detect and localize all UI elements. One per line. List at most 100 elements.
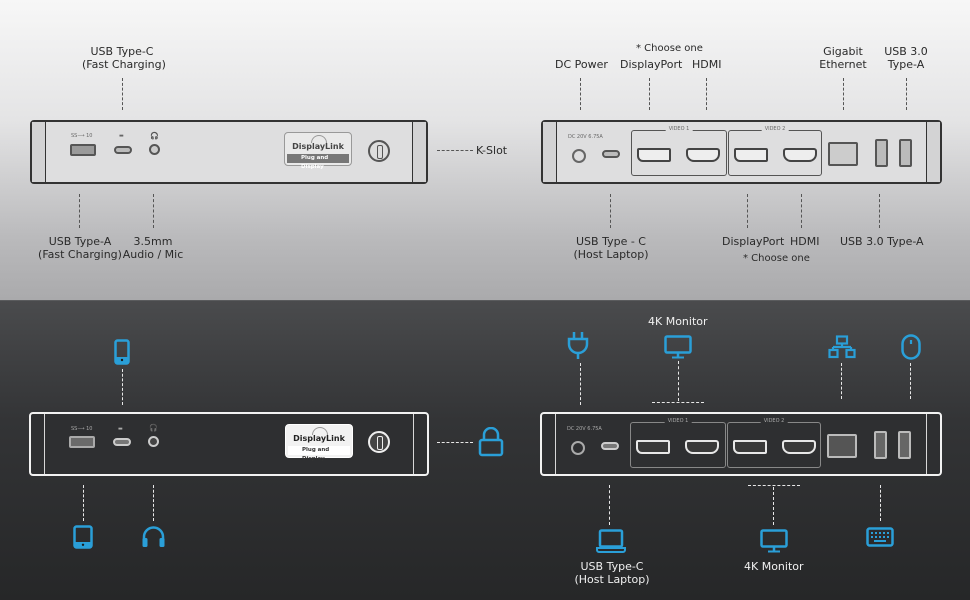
- dc-rating-text: DC 20V 6.75A: [568, 134, 603, 140]
- callout-line: [801, 194, 802, 228]
- hdmi-port: [782, 440, 816, 454]
- video-2-label: VIDEO 2: [761, 126, 789, 132]
- callout-line: [79, 194, 80, 228]
- monitor-icon: [760, 529, 788, 553]
- callout-line: [437, 442, 473, 443]
- video-2-label: VIDEO 2: [760, 418, 788, 424]
- audio-jack: [148, 436, 159, 447]
- label-audio-mic: 3.5mm Audio / Mic: [120, 235, 186, 261]
- callout-line: [678, 361, 679, 401]
- usb-ss-logo: SS⟶ 10: [71, 133, 93, 139]
- callout-line: [880, 485, 881, 521]
- callout-line: [910, 363, 911, 399]
- label-usb-c-fast-charging: USB Type-C (Fast Charging): [82, 45, 166, 71]
- label-usb30-type-a: USB 3.0 Type-A: [880, 45, 932, 71]
- displaylink-badge: DisplayLink 4K Plug and Display: [284, 132, 352, 170]
- dock-rear-view: DC 20V 6.75A VIDEO 1 VIDEO 2: [541, 120, 942, 184]
- headphone-glyph: 🎧: [149, 424, 158, 432]
- displayport-port: [637, 148, 671, 162]
- monitor-icon: [664, 335, 692, 359]
- badge-brand: DisplayLink: [293, 434, 345, 443]
- label-line: Ethernet: [819, 58, 867, 71]
- label-usb-a-fast-charging: USB Type-A (Fast Charging): [36, 235, 124, 261]
- label-line: USB Type-A: [48, 235, 112, 248]
- label-line: USB Type-C: [90, 45, 154, 58]
- label-line: Gigabit: [823, 45, 863, 58]
- mouse-icon: [901, 334, 921, 360]
- callout-line: [122, 78, 123, 110]
- label-4k-monitor: 4K Monitor: [648, 315, 708, 328]
- dock-rear-view-dark: DC 20V 6.75A VIDEO 1 VIDEO 2: [540, 412, 942, 476]
- video-1-group: VIDEO 1: [630, 418, 726, 468]
- usb-a-port: [899, 139, 912, 167]
- callout-line: [841, 363, 842, 399]
- label-k-slot: K-Slot: [476, 144, 508, 157]
- callout-line: [652, 402, 704, 403]
- callout-line: [706, 78, 707, 110]
- label-host-laptop: USB Type-C (Host Laptop): [572, 560, 652, 586]
- usb-ss-logo: SS⟶ 10: [71, 426, 93, 432]
- power-button-icon: [368, 431, 390, 453]
- audio-jack: [149, 144, 160, 155]
- usb-a-port: [70, 144, 96, 156]
- displayport-port: [636, 440, 670, 454]
- label-line: (Fast Charging): [82, 58, 166, 71]
- label-line: (Fast Charging): [38, 248, 122, 261]
- callout-line: [610, 194, 611, 228]
- video-2-group: VIDEO 2: [727, 418, 821, 468]
- label-usb-c-host: USB Type - C (Host Laptop): [572, 235, 650, 261]
- device-endcap: [926, 122, 940, 182]
- label-displayport: DisplayPort: [722, 235, 785, 248]
- callout-line: [153, 485, 154, 521]
- hdmi-port: [686, 148, 720, 162]
- label-4k-monitor: 4K Monitor: [744, 560, 804, 573]
- dock-front-view-dark: SS⟶ 10 ▬ 🎧 DisplayLink 4K Plug and Displ…: [29, 412, 429, 476]
- callout-line: [580, 363, 581, 405]
- dc-power-jack: [572, 149, 586, 163]
- power-button-icon: [368, 140, 390, 162]
- hdmi-port: [685, 440, 719, 454]
- label-line: USB Type - C: [576, 235, 646, 248]
- dc-rating-text: DC 20V 6.75A: [567, 426, 602, 432]
- label-line: 3.5mm: [133, 235, 173, 248]
- usb-a-port: [874, 431, 887, 459]
- badge-tagline: Plug and Display: [288, 446, 350, 462]
- badge-tagline: Plug and Display: [287, 154, 349, 170]
- video-1-label: VIDEO 1: [665, 126, 693, 132]
- usb-c-port: [114, 146, 132, 154]
- device-endcap: [31, 414, 45, 474]
- hdmi-port: [783, 148, 817, 162]
- callout-line: [879, 194, 880, 228]
- device-endcap: [926, 414, 940, 474]
- callout-line: [906, 78, 907, 110]
- device-endcap: [542, 414, 556, 474]
- label-line: Type-A: [887, 58, 925, 71]
- headphones-icon: [141, 525, 166, 548]
- label-choose-one: * Choose one: [743, 253, 810, 264]
- usb-a-port: [875, 139, 888, 167]
- ethernet-port: [827, 434, 857, 458]
- label-line: (Host Laptop): [573, 248, 649, 261]
- displayport-port: [734, 148, 768, 162]
- label-hdmi: HDMI: [692, 58, 722, 71]
- callout-line: [747, 194, 748, 228]
- usb-a-port: [898, 431, 911, 459]
- label-hdmi: HDMI: [790, 235, 820, 248]
- label-line: (Host Laptop): [574, 573, 650, 586]
- bottom-panel-device-icons: SS⟶ 10 ▬ 🎧 DisplayLink 4K Plug and Displ…: [0, 300, 970, 600]
- usb-c-host-port: [602, 150, 620, 158]
- video-2-group: VIDEO 2: [728, 126, 822, 176]
- tablet-icon: [73, 525, 93, 549]
- laptop-icon: [596, 529, 626, 553]
- label-line: USB 3.0: [884, 45, 928, 58]
- smartphone-icon: [114, 339, 130, 365]
- dc-power-jack: [571, 441, 585, 455]
- callout-line: [609, 485, 610, 525]
- callout-line: [748, 485, 800, 486]
- badge-brand: DisplayLink: [292, 142, 344, 151]
- usb-a-port: [69, 436, 95, 448]
- callout-line: [83, 485, 84, 521]
- power-plug-icon: [567, 331, 589, 359]
- usb-c-logo: ▬: [118, 426, 123, 432]
- ethernet-port: [828, 142, 858, 166]
